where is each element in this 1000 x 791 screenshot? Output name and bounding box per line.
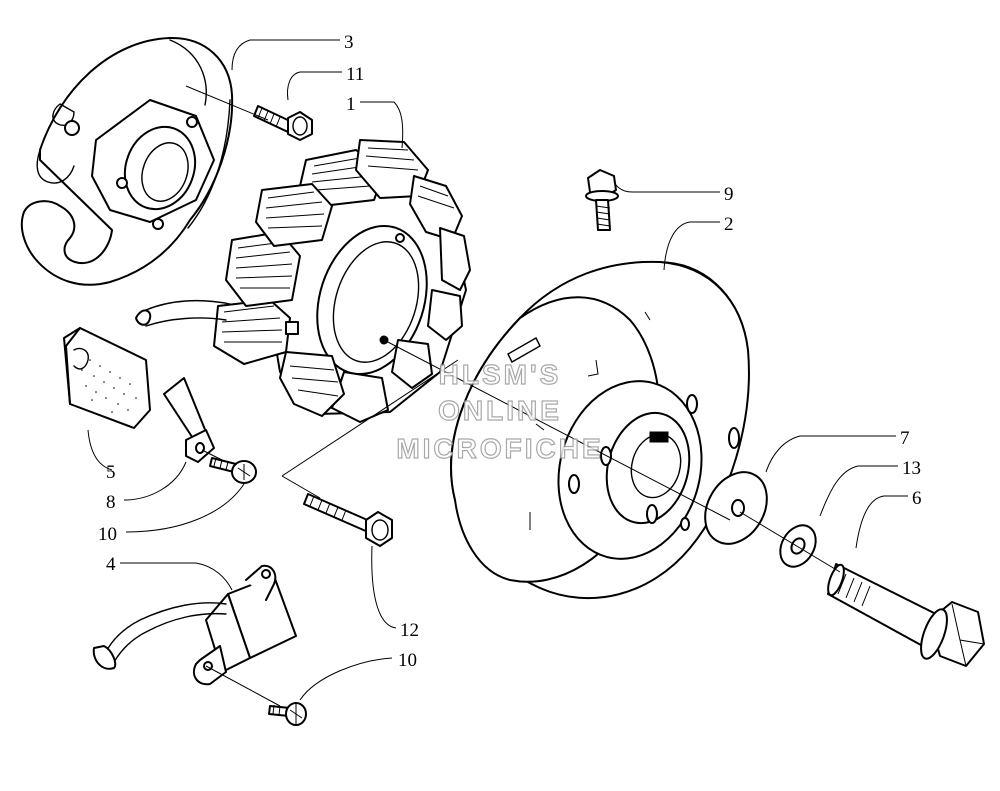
callout-10-upper: 10 [98, 524, 117, 545]
part-bolt-9 [585, 169, 619, 231]
callout-12: 12 [400, 620, 419, 641]
callout-1: 1 [346, 94, 356, 115]
callout-3: 3 [344, 32, 354, 53]
part-flywheel [450, 260, 750, 600]
part-clip-8 [163, 377, 215, 463]
part-stator-coils [135, 139, 471, 423]
part-screw-10-lower [268, 702, 307, 726]
watermark-line-2: ONLINE [438, 395, 562, 426]
coil-pole [279, 351, 345, 417]
part-lockwasher-13 [779, 524, 817, 568]
coil-pole [391, 339, 433, 389]
callout-10-lower: 10 [398, 650, 417, 671]
callout-2: 2 [724, 214, 734, 235]
callout-6: 6 [912, 488, 922, 509]
callout-4: 4 [106, 554, 116, 575]
coil-pole [427, 289, 463, 341]
part-pickup-4 [92, 564, 297, 686]
part-stator-plate [20, 36, 234, 286]
watermark-line-3: MICROFICHE [396, 433, 603, 464]
callout-labels: 3 11 1 9 2 7 13 6 5 8 10 4 12 10 [98, 32, 922, 671]
part-screw-10-upper [209, 457, 257, 484]
alignment-lines [185, 85, 841, 707]
callout-7: 7 [900, 428, 910, 449]
part-screw-11 [253, 105, 313, 141]
coil-pole [213, 299, 291, 365]
coil-pole [255, 183, 333, 247]
callout-13: 13 [902, 458, 921, 479]
callout-11: 11 [346, 64, 364, 85]
coil-pole [439, 227, 471, 291]
callout-5: 5 [106, 462, 116, 483]
callout-8: 8 [106, 492, 116, 513]
watermark-line-1: HLSM'S [439, 359, 562, 390]
watermark: HLSM'S ONLINE MICROFICHE [396, 358, 603, 464]
callout-9: 9 [724, 184, 734, 205]
part-washer-7 [704, 471, 768, 545]
part-bolt-6 [827, 563, 985, 667]
part-screw-12 [303, 493, 393, 547]
part-pad-5 [63, 327, 151, 429]
callout-leaders [87, 39, 908, 701]
